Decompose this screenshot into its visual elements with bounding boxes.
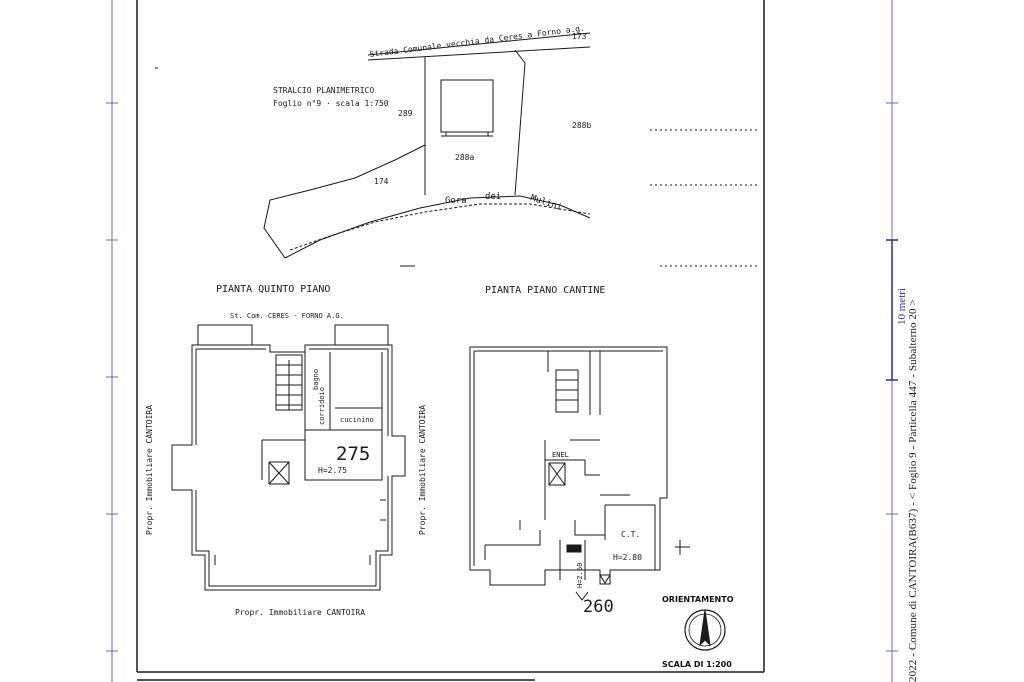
neighbor-bottom: Propr. Immobiliare CANTOIRA <box>235 608 365 617</box>
left-margin-ruler <box>106 0 118 682</box>
parcel-174: 174 <box>374 177 389 186</box>
north-arrow-icon <box>684 609 726 651</box>
right-floor-plan <box>469 346 690 601</box>
room-cucinino: cucinino <box>340 416 374 424</box>
orientation-label: ORIENTAMENTO <box>662 595 734 604</box>
unit-260: 260 <box>583 597 614 617</box>
document-frame <box>136 0 765 681</box>
document-reference-caption: 2022 - Comune di CANTOIRA(B637) - < Fogl… <box>907 299 919 682</box>
parcel-288b: 288b <box>572 121 591 130</box>
room-bagno: bagno <box>312 369 320 390</box>
height-275: H=2.75 <box>318 466 347 475</box>
scale-label: SCALA DI 1:200 <box>662 660 732 669</box>
scale-bar <box>886 239 898 381</box>
room-corridoio: corridoio <box>318 387 326 425</box>
parcel-173: 173 <box>572 32 587 41</box>
neighbor-left: Propr. Immobiliare CANTOIRA <box>145 405 154 535</box>
neighbor-right: Propr. Immobiliare CANTOIRA <box>418 405 427 535</box>
site-plan-subtitle: Foglio n°9 · scala 1:750 <box>273 99 389 108</box>
canal-label-3: Mulini <box>529 193 563 213</box>
left-plan-street: St. Com. CERES - FORNO A.G. <box>230 312 344 320</box>
room-enel: ENEL <box>552 451 569 459</box>
parcel-288a: 288a <box>455 153 474 162</box>
right-plan-title: PIANTA PIANO CANTINE <box>485 285 605 296</box>
parcel-289: 289 <box>398 109 413 118</box>
site-plan-title: STRALCIO PLANIMETRICO <box>273 86 374 95</box>
left-plan-title: PIANTA QUINTO PIANO <box>216 284 330 295</box>
left-floor-plan <box>171 324 406 591</box>
unit-275: 275 <box>336 443 370 465</box>
site-plan-drawing <box>155 32 760 267</box>
room-ct: C.T. <box>621 530 640 539</box>
height-cellar: H=2.60 <box>576 563 584 588</box>
canal-label-1: Gora <box>445 196 467 206</box>
canal-label-2: dei <box>485 192 501 202</box>
height-ct: H=2.80 <box>613 553 642 562</box>
